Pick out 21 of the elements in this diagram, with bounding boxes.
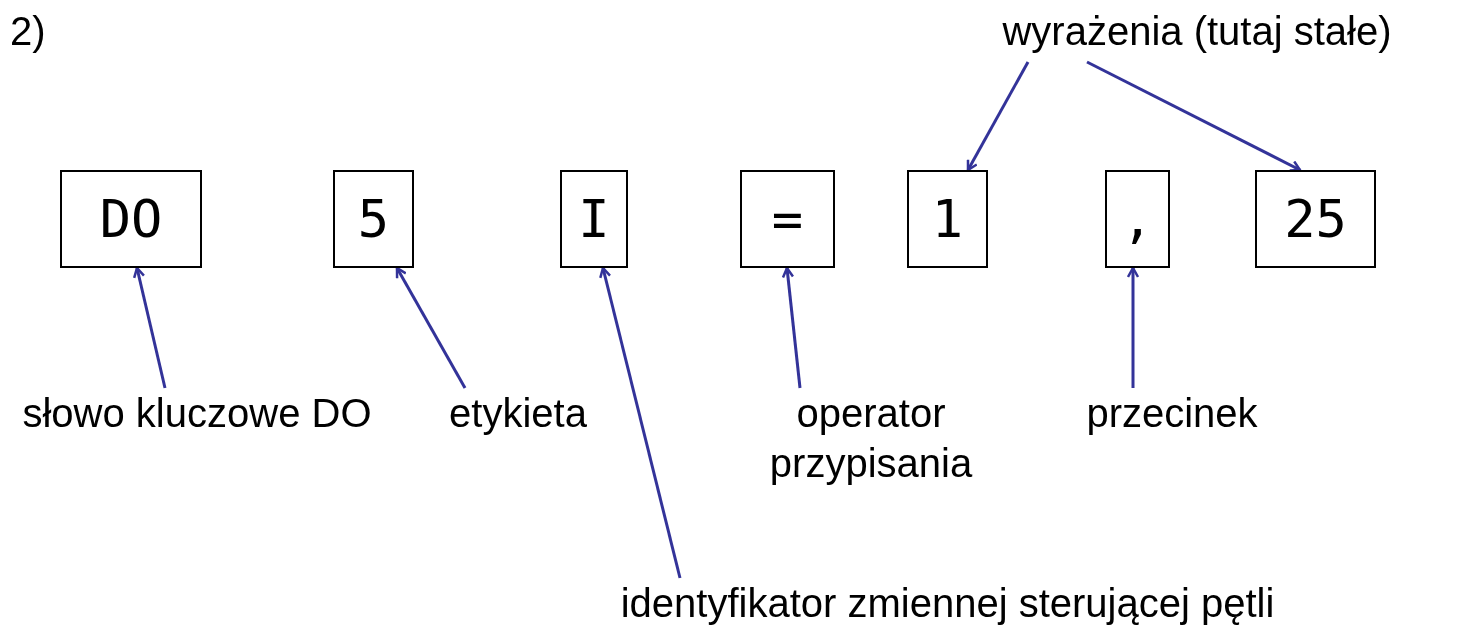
- annotation-text: przecinek: [1050, 388, 1294, 443]
- annotation-text: identyfikator zmiennej sterującej pętli: [505, 578, 1390, 630]
- step-number: 2): [10, 8, 46, 55]
- annotation-text: operator przypisania: [728, 388, 1014, 498]
- leader-arrow: [599, 266, 682, 579]
- token-box: =: [740, 170, 835, 268]
- annotation-text: słowo kluczowe DO: [4, 388, 390, 498]
- annotation-text: etykieta: [420, 388, 616, 443]
- leader-arrow: [395, 266, 467, 389]
- leader-arrow: [1086, 60, 1302, 172]
- leader-arrow: [966, 61, 1030, 172]
- leader-arrow: [132, 266, 167, 389]
- leader-arrow: [1126, 266, 1140, 388]
- token-box: DO: [60, 170, 202, 268]
- token-box: I: [560, 170, 628, 268]
- token-box: ,: [1105, 170, 1170, 268]
- leader-arrow: [781, 266, 802, 389]
- annotation-text: wyrażenia (tutaj stałe): [930, 6, 1464, 62]
- token-box: 5: [333, 170, 414, 268]
- token-box: 25: [1255, 170, 1376, 268]
- token-box: 1: [907, 170, 988, 268]
